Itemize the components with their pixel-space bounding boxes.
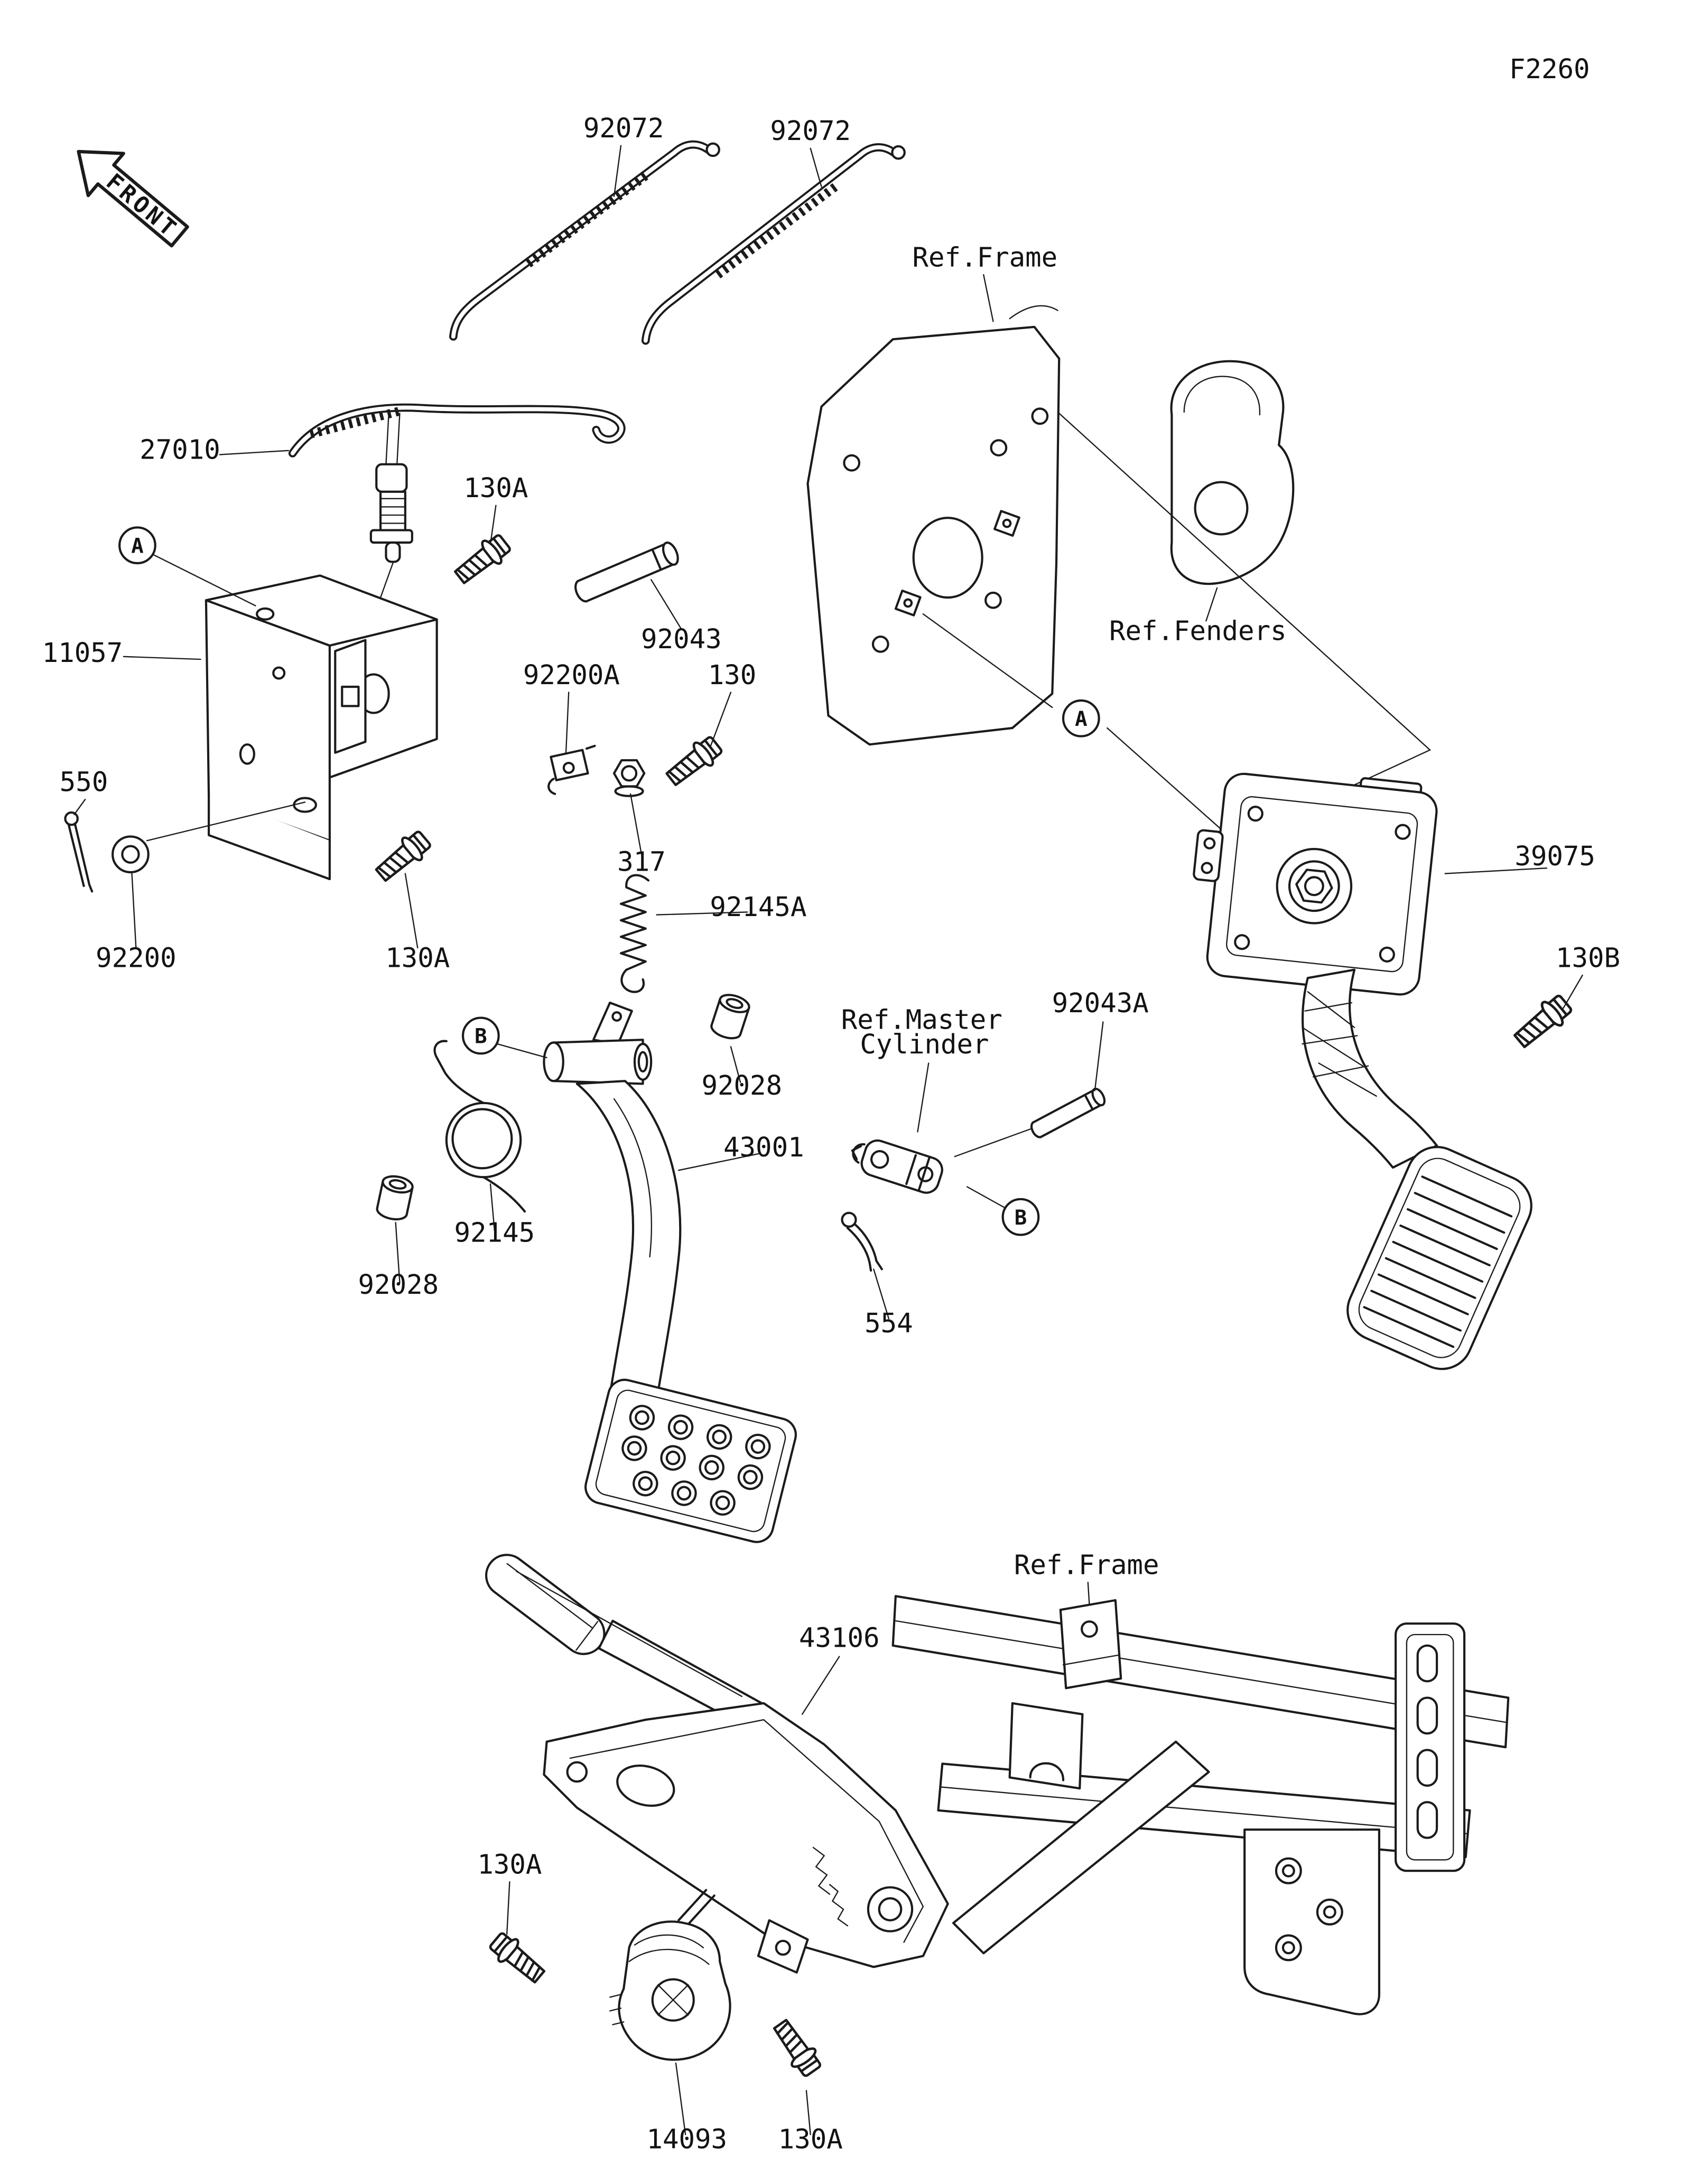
callout-554: 554	[865, 1308, 913, 1339]
callout-92145: 92145	[454, 1217, 535, 1248]
part-92072-cables	[449, 140, 906, 345]
callout-92028-lower: 92028	[358, 1269, 439, 1300]
callout-130a-top: 130A	[463, 472, 528, 503]
part-92043-pin	[574, 542, 679, 603]
figure-code: F2260	[1509, 53, 1590, 85]
ref-fenders-panel	[1170, 360, 1295, 585]
callout-14093: 14093	[646, 2123, 727, 2154]
ref-frame-bottom-members	[891, 1595, 1510, 2015]
part-39075-throttle-pedal	[1193, 772, 1532, 1370]
callout-ref-master-line2: Cylinder	[860, 1029, 989, 1060]
circle-markers: A A B B	[118, 526, 1100, 1236]
marker-a-1: A	[118, 526, 156, 565]
bolt-130a-top	[451, 531, 514, 588]
callout-ref-frame-bottom: Ref.Frame	[1014, 1550, 1159, 1581]
callout-130: 130	[708, 659, 757, 690]
front-label: FRONT	[101, 169, 183, 244]
part-43106-parking-brake-lever	[485, 1554, 949, 1974]
callout-130a-bottom-left: 130A	[477, 1849, 542, 1880]
ref-frame-top-panel	[806, 305, 1061, 746]
callout-92043: 92043	[641, 623, 722, 655]
leader-lines	[73, 145, 1583, 2135]
part-550-cotter-pin	[64, 811, 94, 893]
part-317-nut	[612, 759, 646, 797]
callout-ref-fenders: Ref.Fenders	[1109, 615, 1287, 647]
part-92200a-clip	[547, 744, 596, 795]
svg-text:A: A	[131, 534, 143, 558]
callout-92028-upper: 92028	[701, 1070, 782, 1101]
bolt-130b	[1510, 992, 1575, 1052]
front-direction-arrow: FRONT	[77, 150, 189, 248]
callout-92200: 92200	[96, 942, 176, 973]
part-92028-bushing-upper	[709, 992, 751, 1041]
callout-43001: 43001	[723, 1132, 804, 1163]
callout-43106: 43106	[799, 1622, 880, 1653]
marker-b-1: B	[461, 1016, 500, 1055]
callout-39075: 39075	[1515, 841, 1595, 872]
part-92145a-spring	[619, 874, 650, 993]
callout-130b: 130B	[1556, 942, 1620, 973]
part-11057-bracket	[146, 574, 438, 881]
callout-130a-left: 130A	[385, 942, 450, 973]
svg-text:B: B	[1015, 1206, 1027, 1230]
callout-92145a: 92145A	[710, 891, 806, 922]
svg-text:B: B	[475, 1025, 487, 1049]
clevis-pin-axis-line	[954, 1128, 1031, 1158]
callout-92043a: 92043A	[1052, 987, 1149, 1019]
part-92028-bushing-lower	[376, 1174, 414, 1222]
callout-550: 550	[60, 767, 108, 798]
part-14093-clamp	[609, 1889, 731, 2061]
part-92043a-pin	[1030, 1087, 1106, 1138]
bolt-130	[663, 733, 725, 790]
part-554-cotter-pin	[841, 1211, 883, 1272]
callout-ref-master-line1: Ref.Master	[841, 1004, 1002, 1035]
svg-text:A: A	[1075, 707, 1087, 731]
bolt-130a-bottom-right	[769, 2016, 824, 2079]
callout-11057: 11057	[42, 637, 123, 668]
bolt-130a-left	[372, 827, 434, 885]
callout-92072-right: 92072	[770, 115, 851, 146]
bolt-130a-bottom-left	[487, 1929, 549, 1987]
part-92145-torsion-spring	[433, 1040, 526, 1213]
callout-130a-bottom-right: 130A	[778, 2123, 843, 2154]
part-92200-washer	[112, 835, 150, 874]
callout-317: 317	[617, 846, 666, 877]
callout-92200a: 92200A	[523, 659, 620, 690]
ref-master-cylinder-clevis	[851, 1139, 943, 1194]
callout-27010: 27010	[140, 434, 220, 465]
part-43001-brake-pedal	[543, 1001, 797, 1543]
callout-92072-left: 92072	[583, 113, 664, 144]
callout-labels: 92072 92072 Ref.Frame 27010 130A 92043 R…	[42, 113, 1620, 2154]
marker-a-2: A	[1062, 699, 1100, 738]
callout-ref-frame-top: Ref.Frame	[913, 241, 1058, 273]
marker-b-2: B	[1001, 1198, 1040, 1236]
